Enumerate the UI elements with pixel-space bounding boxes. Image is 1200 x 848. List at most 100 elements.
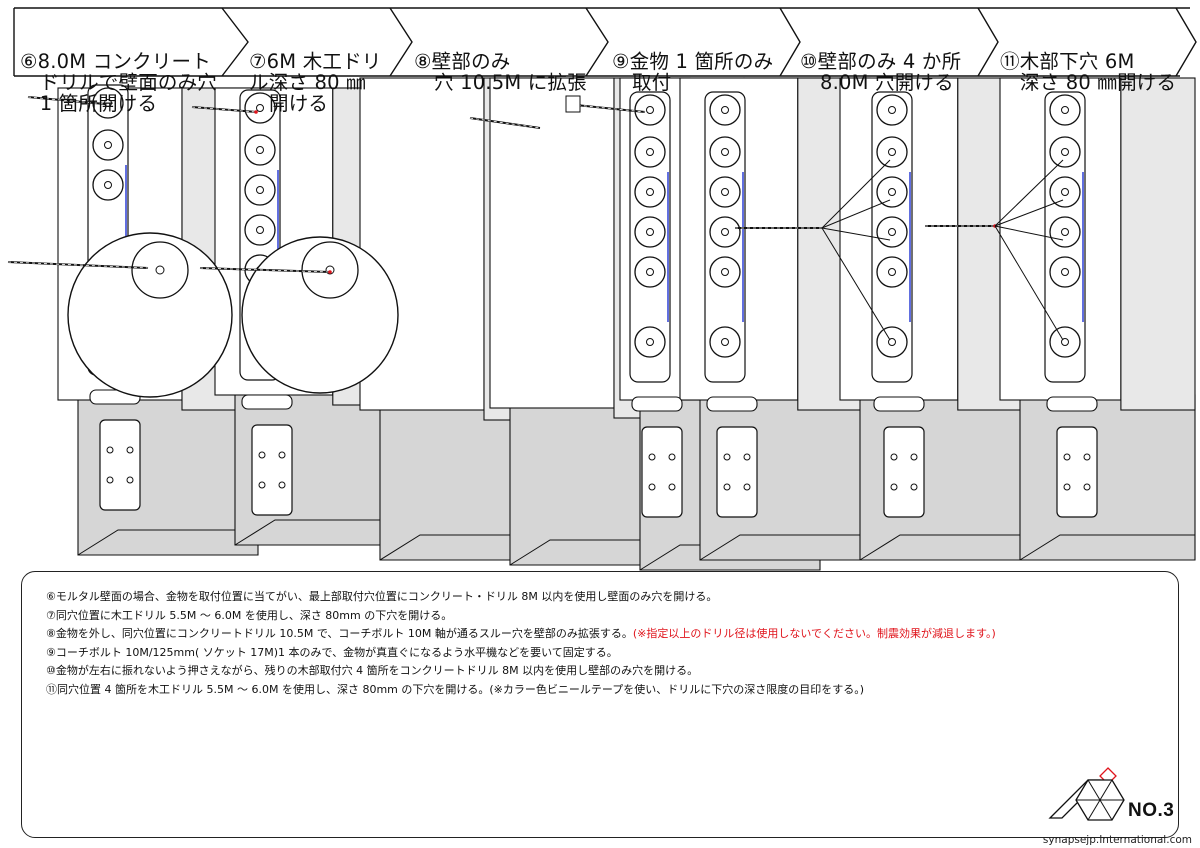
lower-leaf (99, 419, 141, 511)
instruction-6: ⑥モルタル壁面の場合、金物を取付位置に当てがい、最上部取付穴位置にコンクリート・… (46, 590, 718, 603)
mount-hole (256, 146, 264, 154)
concrete-drill-flute (27, 96, 106, 105)
base-edge (234, 519, 405, 546)
mount-hole (888, 188, 896, 196)
leaf-bolt-hole (910, 483, 918, 491)
banner-chevron (221, 7, 249, 77)
leaf-bolt-hole (890, 483, 898, 491)
leaf-bolt-hole (648, 483, 656, 491)
synapse-logo (1048, 767, 1125, 821)
instruction-8: ⑧金物を外し、同穴位置にコンクリートドリル 10.5M で、コーチボルト 10M… (46, 627, 996, 640)
hinge-knuckle (241, 394, 293, 410)
instruction-9: ⑨コーチボルト 10M/125mm( ソケット 17M)1 本のみで、金物が真直… (46, 645, 618, 659)
leaf-bolt-hole (648, 453, 656, 461)
leaf-bolt-hole (126, 446, 134, 454)
concrete-drill-detail-flute (7, 261, 149, 269)
leaf-bolt-hole (258, 451, 266, 459)
banner-chevron (779, 7, 801, 77)
mount-hole (888, 268, 896, 276)
leaf-bolt-hole (723, 483, 731, 491)
banner-chevron (389, 7, 413, 77)
guide-line (994, 159, 1064, 227)
mount-hole (646, 268, 654, 276)
hinge-knuckle (873, 396, 925, 412)
banner-chevron (585, 7, 609, 77)
guide-line (994, 225, 1064, 241)
mount-hole (721, 148, 729, 156)
step-6-label: ⑥8.0M コンクリート ドリルで壁面のみ穴 1 箇所開ける (20, 50, 218, 115)
instruction-11: ⑪同穴位置 4 箇所を木工ドリル 5.5M ～ 6.0M を使用し、深さ 80m… (46, 682, 865, 696)
timber-post-side (1120, 77, 1196, 411)
mount-hole (646, 148, 654, 156)
leaf-bolt-hole (910, 453, 918, 461)
leaf-bolt-hole (890, 453, 898, 461)
mount-hole (1061, 188, 1069, 196)
leaf-bolt-hole (278, 481, 286, 489)
mount-hole (888, 228, 896, 236)
guide-line (821, 227, 891, 241)
mount-hole (256, 226, 264, 234)
leaf-bolt-hole (1063, 453, 1071, 461)
mount-hole (721, 228, 729, 236)
instruction-10: ⑩金物が左右に振れないよう押さえながら、残りの木部取付穴 4 箇所をコンクリート… (46, 664, 699, 677)
step-banner (13, 7, 1197, 77)
mount-hole (721, 268, 729, 276)
mount-hole (721, 188, 729, 196)
leaf-bolt-hole (743, 453, 751, 461)
wood-drill-detail-flute (199, 267, 331, 273)
mount-hole (646, 106, 654, 114)
mount-hole (888, 106, 896, 114)
detail-hole (155, 265, 165, 275)
mount-hole (1061, 268, 1069, 276)
mount-hole (1061, 148, 1069, 156)
banner-chevron (977, 7, 999, 77)
mount-hole (1061, 106, 1069, 114)
guide-line (994, 199, 1064, 227)
step-8-label: ⑧壁部のみ穴 10.5M に拡張 (414, 50, 587, 94)
detail-magnifier (241, 236, 399, 394)
leaf-bolt-hole (258, 481, 266, 489)
lower-leaf (251, 424, 293, 516)
instructions-panel (21, 571, 1179, 838)
leaf-bolt-hole (668, 483, 676, 491)
base-edge (77, 529, 258, 556)
mount-hole (721, 338, 729, 346)
leaf-bolt-hole (1083, 483, 1091, 491)
mount-hole (1061, 338, 1069, 346)
mount-hole (256, 186, 264, 194)
installation-scene (7, 77, 1196, 571)
lower-leaf (641, 426, 683, 518)
mount-hole (721, 106, 729, 114)
timber-post (489, 77, 615, 409)
leaf-bolt-hole (723, 453, 731, 461)
mount-hole (104, 181, 112, 189)
instruction-7: ⑦同穴位置に木工ドリル 5.5M ～ 6.0M を使用し、深さ 80mm の下穴… (46, 608, 453, 622)
step-9-label: ⑨金物 1 箇所のみ取付 (612, 50, 774, 94)
instruction-8-warning: (※指定以上のドリル径は使用しないでください。制震効果が減退します。) (632, 627, 996, 640)
hinge-knuckle (706, 396, 758, 412)
coach-bolt-shaft (469, 117, 541, 129)
guide-line (821, 199, 891, 229)
guide-line (821, 159, 891, 229)
leaf-bolt-hole (1083, 453, 1091, 461)
hinge-knuckle (631, 396, 683, 412)
wood-drill-detail-mark (328, 270, 332, 274)
instructions-list: ⑥モルタル壁面の場合、金物を取付位置に当てがい、最上部取付穴位置にコンクリート・… (46, 588, 1156, 699)
base-edge (699, 534, 870, 561)
page-number: NO.3 (1128, 800, 1175, 821)
mount-hole (888, 148, 896, 156)
banner-chevron (1175, 7, 1197, 77)
leaf-bolt-hole (106, 446, 114, 454)
base-edge (1019, 534, 1195, 561)
lower-leaf (1056, 426, 1098, 518)
bolt-head (565, 95, 581, 113)
mount-hole (1061, 228, 1069, 236)
leaf-bolt-hole (106, 476, 114, 484)
leaf-bolt-hole (668, 453, 676, 461)
mount-hole (888, 338, 896, 346)
leaf-bolt-hole (1063, 483, 1071, 491)
